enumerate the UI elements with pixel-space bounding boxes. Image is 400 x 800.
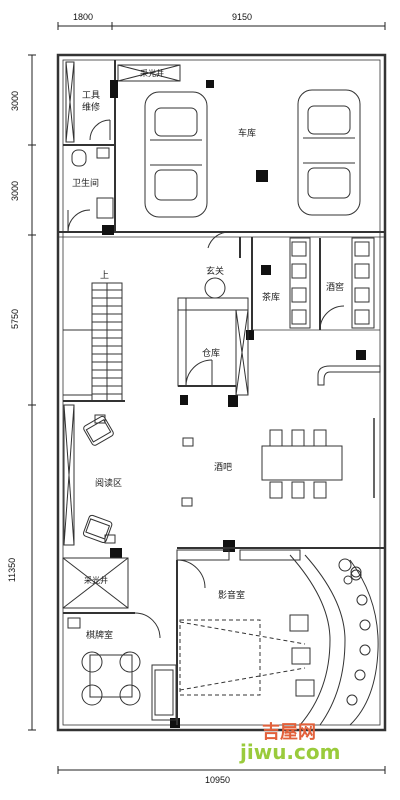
dim-bottom: 10950: [205, 775, 231, 785]
label-skylight-top: 采光井: [140, 69, 164, 78]
label-skylight-bottom: 采光井: [84, 576, 108, 585]
dim-top-left: 1800: [73, 12, 94, 22]
dim-top-right: 9150: [232, 12, 253, 22]
label-entrance: 玄关: [206, 267, 225, 277]
toilet: [71, 149, 87, 167]
label-wine-cellar: 酒窖: [326, 283, 345, 293]
bar-stools: [269, 429, 327, 499]
chess-table: [81, 651, 141, 706]
storage-shelf-top: [177, 297, 249, 311]
dim-left-3: 5750: [10, 308, 21, 330]
bar-table: [261, 445, 343, 481]
dim-left-4: 11350: [7, 557, 18, 583]
skylight-bottom: [62, 557, 129, 609]
shower: [96, 197, 114, 219]
label-reading: 阅读区: [95, 479, 123, 489]
dim-left-1: 3000: [10, 90, 21, 112]
watermark-logo: 吉屋网: [262, 718, 316, 744]
label-bar: 酒吧: [214, 463, 233, 473]
watermark-url: jiwu.com: [240, 740, 341, 764]
label-theater: 影音室: [218, 591, 246, 601]
staircase: [63, 282, 125, 402]
bar-counter: [317, 365, 381, 386]
bookshelf: [63, 404, 75, 546]
car-left: [144, 91, 208, 218]
reading-chair-bottom: [82, 514, 113, 544]
projection-area: [179, 619, 261, 696]
label-storage: 仓库: [202, 349, 221, 359]
label-tool-1: 工具: [82, 91, 101, 101]
skylight-top: [117, 64, 181, 82]
speaker-1: [289, 614, 309, 632]
tea-cabinet: [289, 237, 311, 329]
label-tool-2: 维修: [82, 103, 101, 113]
speaker-3: [295, 679, 315, 697]
reading-chair-top: [83, 415, 114, 446]
sink-1: [96, 147, 110, 159]
label-bathroom: 卫生间: [72, 179, 100, 189]
outer-wall: [56, 53, 387, 732]
tool-shelf: [65, 61, 75, 143]
wine-rack: [351, 237, 375, 329]
car-right: [297, 89, 361, 216]
label-chess: 棋牌室: [86, 631, 114, 641]
column-box-1: [182, 437, 194, 447]
watermark-brand-cn: 吉屋网: [262, 722, 316, 743]
label-tea-room: 茶库: [262, 293, 281, 303]
theater-sofa-outer: [289, 554, 331, 726]
sink-2: [67, 617, 81, 629]
label-garage: 车库: [238, 129, 257, 139]
entrance-round-table: [204, 277, 226, 299]
theater-cabinet: [151, 664, 177, 721]
column-box-2: [181, 497, 193, 507]
label-stair-up: 上: [100, 271, 110, 281]
plants: [338, 558, 362, 585]
dim-left-2: 3000: [10, 180, 21, 202]
speaker-2: [291, 647, 311, 665]
